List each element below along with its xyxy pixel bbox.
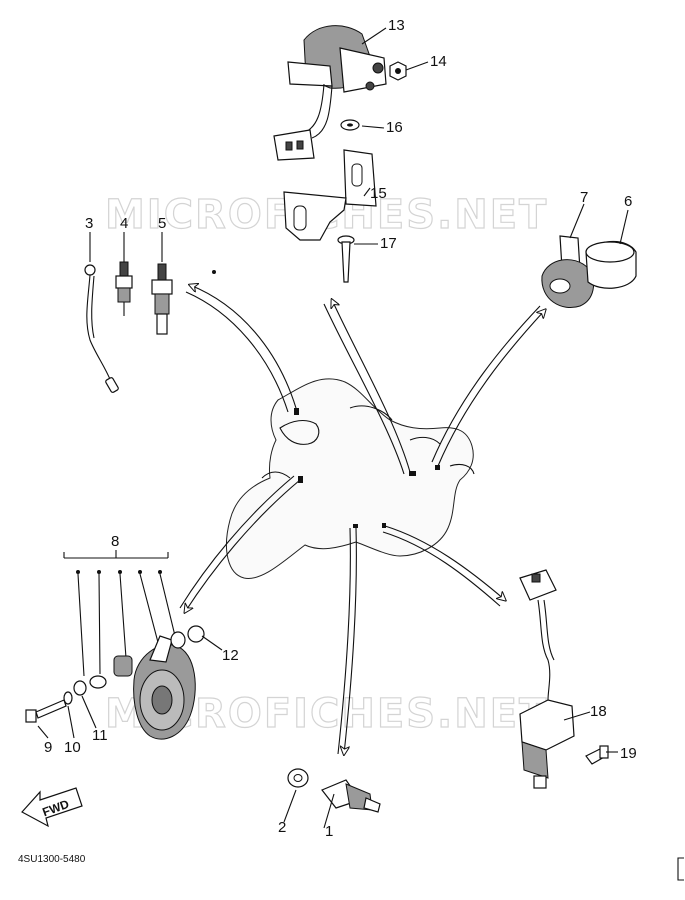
callout-14[interactable]: 14 <box>430 53 447 70</box>
callout-4[interactable]: 4 <box>120 215 128 232</box>
part-8-horn[interactable] <box>133 635 196 740</box>
callout-11[interactable]: 11 <box>92 727 108 744</box>
part-2-washer[interactable] <box>287 768 309 788</box>
diagram-code: 4SU1300-5480 <box>18 854 86 865</box>
part-5-sensor[interactable] <box>151 263 173 335</box>
part-13-relay[interactable] <box>273 25 387 161</box>
part-15-bracket[interactable] <box>283 149 377 241</box>
leader-lines <box>37 27 629 829</box>
part-7-bracket-horn[interactable] <box>541 235 595 308</box>
callout-1[interactable]: 1 <box>325 823 333 840</box>
callout-16[interactable]: 16 <box>386 119 403 136</box>
part-6-relay[interactable] <box>585 240 637 289</box>
callout-7[interactable]: 7 <box>580 189 588 206</box>
callout-8[interactable]: 8 <box>111 533 119 550</box>
fwd-arrow: FWD <box>21 787 83 828</box>
part-14-nut[interactable] <box>389 61 407 81</box>
callout-9[interactable]: 9 <box>44 739 52 756</box>
callout-labels: 1 2 3 4 5 6 7 8 9 10 11 12 13 14 15 16 1… <box>44 17 637 840</box>
connection-arrows <box>179 285 545 754</box>
callout-2[interactable]: 2 <box>278 819 286 836</box>
part-3-lead-wire[interactable] <box>84 264 119 393</box>
part-10-washer[interactable] <box>63 691 73 705</box>
callout-5[interactable]: 5 <box>158 215 166 232</box>
part-16-washer[interactable] <box>340 119 360 131</box>
part-8-group-bracket <box>63 550 177 677</box>
callout-13[interactable]: 13 <box>388 17 405 34</box>
callout-18[interactable]: 18 <box>590 703 607 720</box>
part-4-spark-plug[interactable] <box>115 261 133 316</box>
callout-15[interactable]: 15 <box>370 185 387 202</box>
part-18-sensor[interactable] <box>519 699 575 789</box>
callout-3[interactable]: 3 <box>85 215 93 232</box>
part-11-washer[interactable] <box>73 680 87 696</box>
callout-17[interactable]: 17 <box>380 235 397 252</box>
part-18-sensor-connector[interactable] <box>519 569 557 701</box>
corner-bracket <box>677 857 684 881</box>
part-19-screw[interactable] <box>585 745 609 765</box>
callout-12[interactable]: 12 <box>222 647 239 664</box>
frame-outline <box>212 270 475 579</box>
part-1-switch[interactable] <box>321 779 381 813</box>
callout-6[interactable]: 6 <box>624 193 632 210</box>
callout-19[interactable]: 19 <box>620 745 637 762</box>
horn-hardware[interactable] <box>89 625 205 689</box>
callout-10[interactable]: 10 <box>64 739 81 756</box>
part-9-bolt[interactable] <box>25 699 67 723</box>
part-17-rivet[interactable] <box>337 235 355 283</box>
